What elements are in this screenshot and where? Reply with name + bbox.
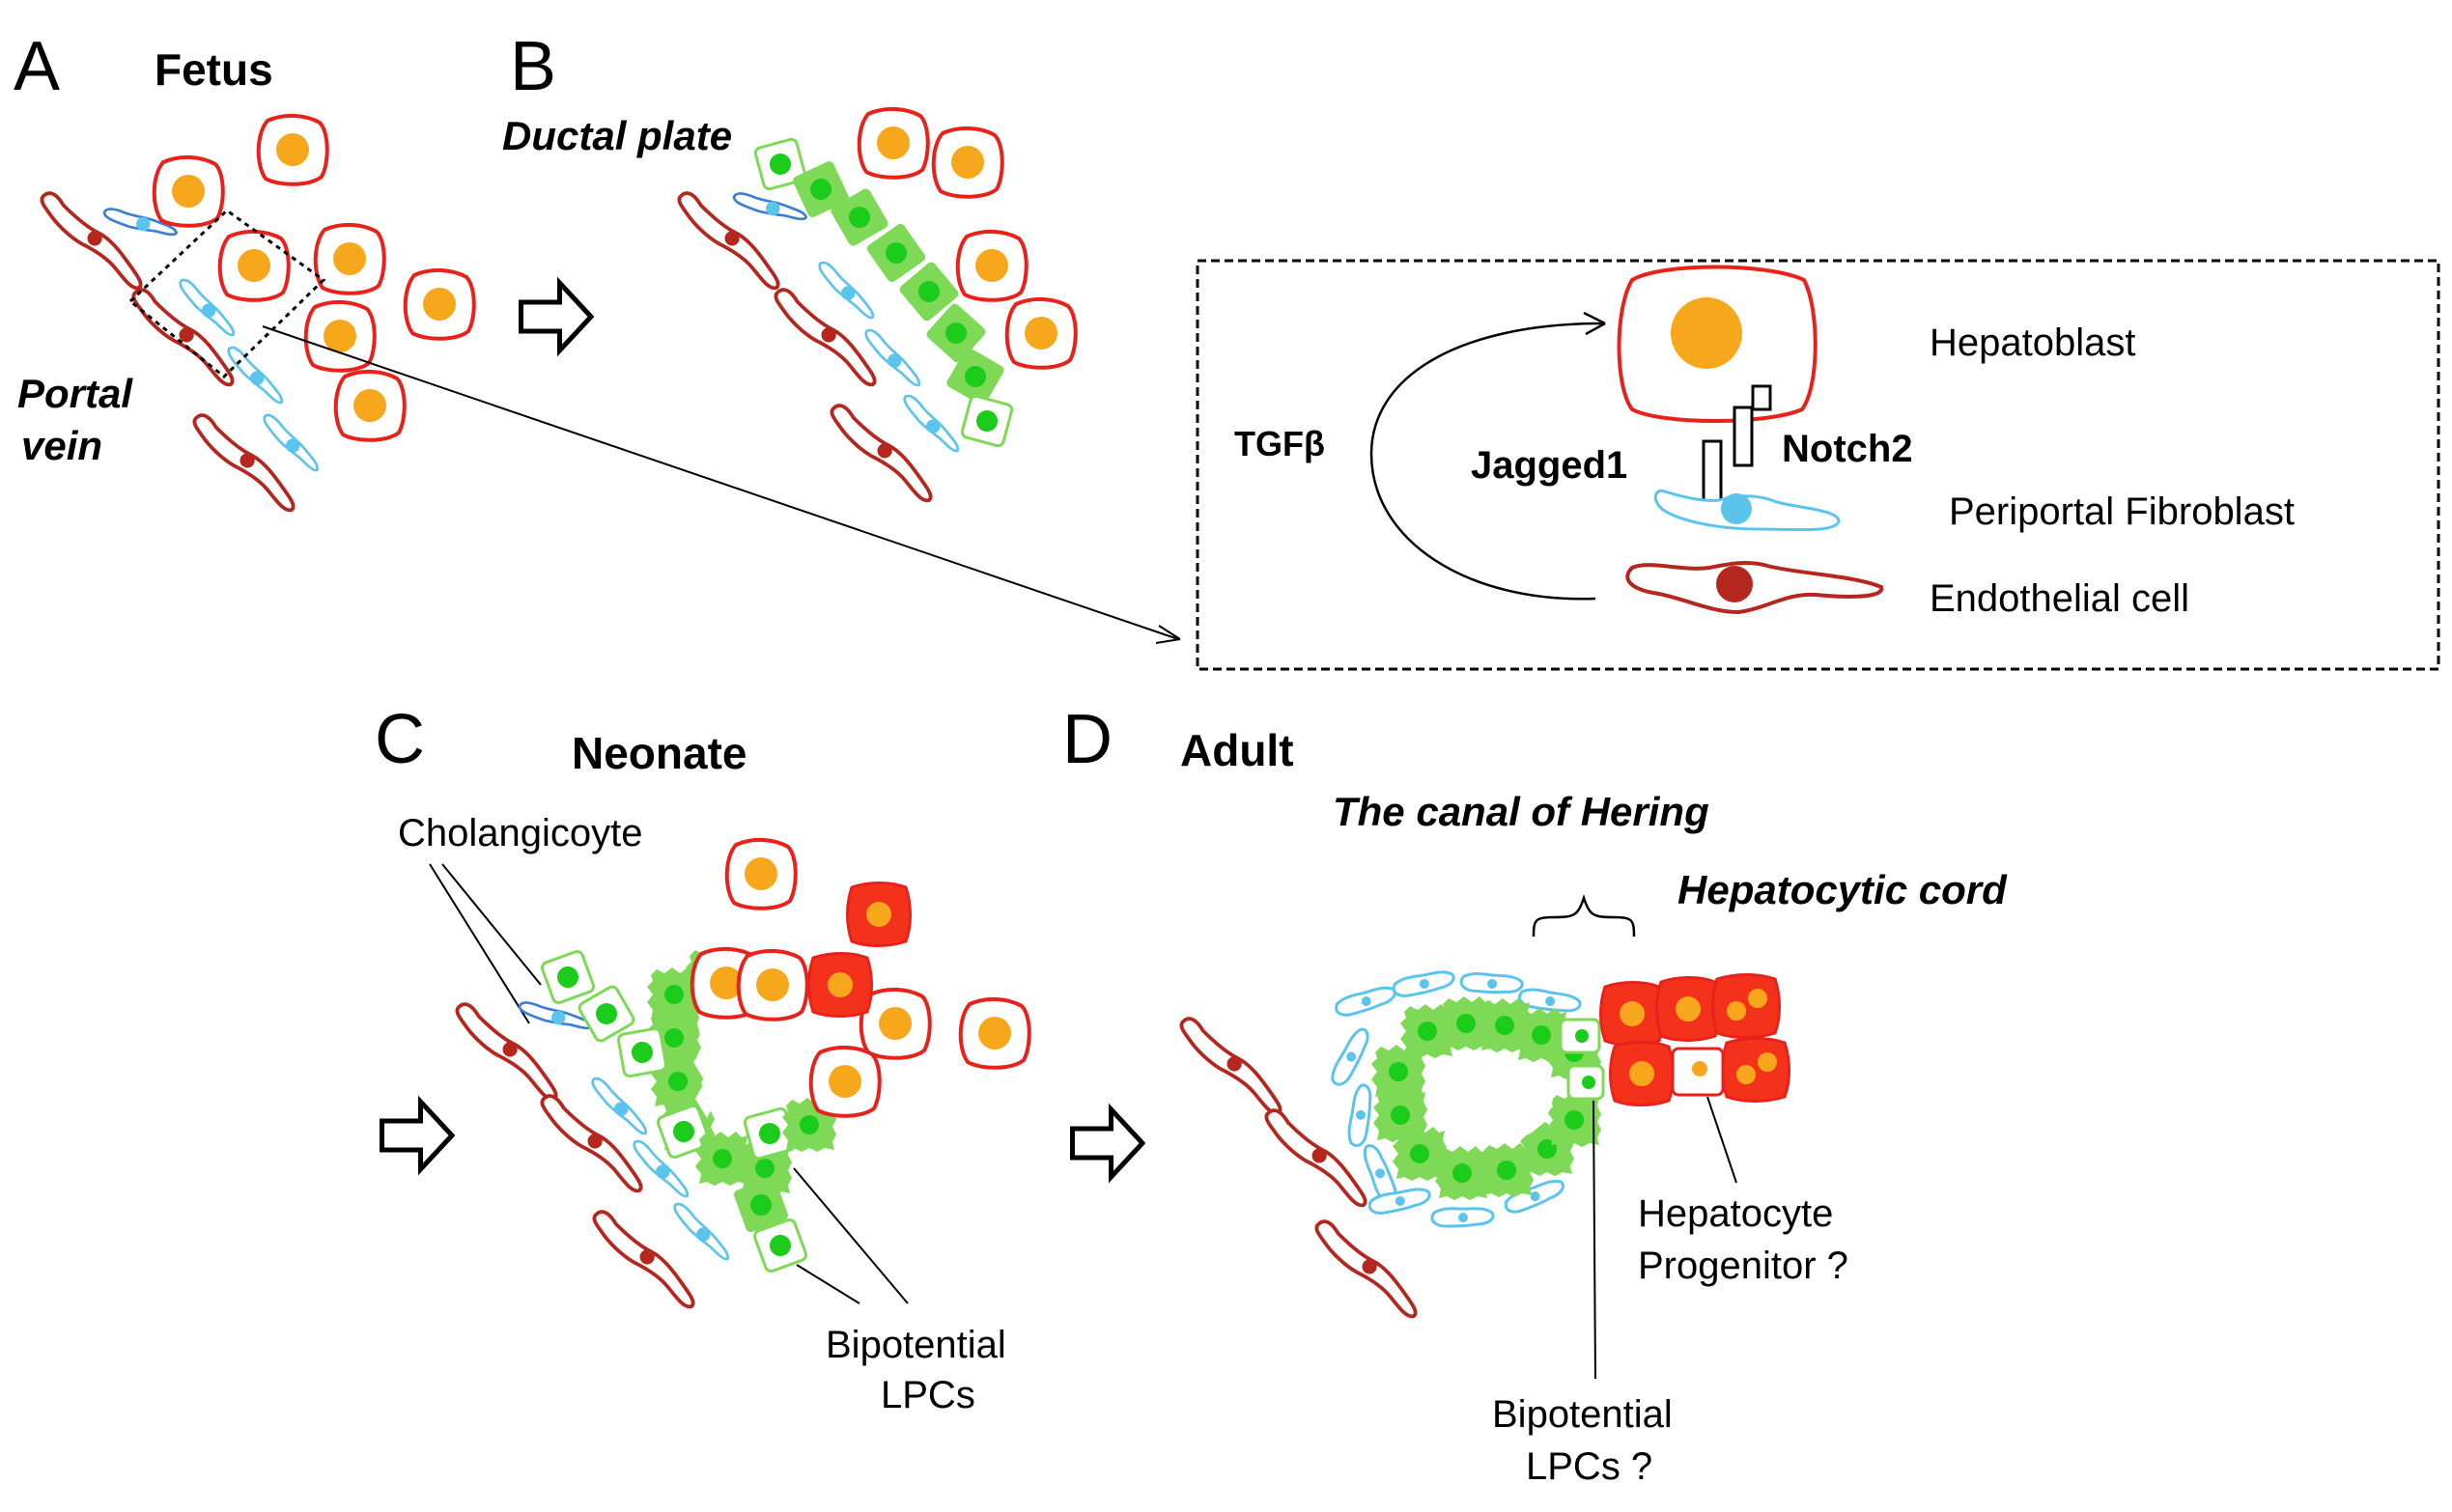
- canal-lpc-cells-d: [1559, 1018, 1605, 1101]
- arrow-to-d: [1073, 1109, 1143, 1177]
- panel-d: D Adult The canal of Hering Hepatocytic …: [1062, 701, 2008, 1488]
- inset-endothelial: [1625, 560, 1884, 615]
- arrow-a-to-b: [521, 283, 592, 350]
- panel-c-lpc-label-2: LPCs: [881, 1374, 975, 1416]
- panel-c: C Neonate Cholangicoyte: [375, 701, 1031, 1416]
- notch2-receptor-top: [1751, 384, 1772, 411]
- hepatoblasts-a: [152, 113, 476, 442]
- panel-d-letter: D: [1062, 701, 1113, 778]
- zoom-arrow: [262, 325, 1179, 640]
- jagged1-label: Jagged1: [1471, 444, 1627, 487]
- portal-vein-label-2: vein: [21, 423, 102, 468]
- endothelial-label: Endothelial cell: [1930, 577, 2189, 620]
- notch2-label: Notch2: [1782, 428, 1913, 470]
- notch2-receptor: [1733, 406, 1754, 467]
- cholangiocyte-label: Cholangicoyte: [398, 812, 643, 854]
- portal-vein-label-1: Portal: [17, 371, 133, 416]
- selection-box: [127, 209, 326, 378]
- inset-fibroblast-nucleus: [1721, 493, 1752, 524]
- signaling-inset: TGFβ Jagged1 Notch2 Hepatoblast Periport…: [1196, 259, 2440, 671]
- jagged1-ligand: [1702, 439, 1723, 503]
- panel-c-lpc-label-1: Bipotential: [826, 1324, 1006, 1366]
- panel-d-title: Adult: [1180, 725, 1294, 775]
- panel-c-letter: C: [375, 701, 425, 778]
- panel-d-lpc-label-2: LPCs ?: [1526, 1445, 1652, 1488]
- panel-b-title: Ductal plate: [502, 113, 732, 158]
- fibroblast-label: Periportal Fibroblast: [1949, 490, 2295, 533]
- canal-bracket: [1532, 894, 1636, 938]
- progenitor-label-2: Progenitor ?: [1638, 1245, 1848, 1287]
- panel-c-title: Neonate: [572, 728, 747, 778]
- inset-hepatoblast-nucleus: [1671, 297, 1742, 369]
- inset-endothelial-nucleus: [1716, 566, 1753, 602]
- panel-a: A Fetus Portal vein: [14, 28, 1181, 644]
- panel-d-lpc-label-1: Bipotential: [1492, 1393, 1673, 1436]
- panel-a-title: Fetus: [155, 44, 273, 95]
- hepatocytic-cord-label: Hepatocytic cord: [1677, 867, 2008, 912]
- tgfb-arc: [1369, 322, 1604, 601]
- arrow-to-c: [382, 1102, 453, 1169]
- panel-a-letter: A: [14, 28, 60, 105]
- tgfb-label: TGFβ: [1234, 424, 1325, 463]
- panel-b-letter: B: [510, 28, 556, 105]
- progenitor-label-1: Hepatocyte: [1638, 1192, 1833, 1235]
- panel-b: B Ductal plate: [502, 28, 1078, 503]
- hepatocyte-progenitor-cell: [1671, 1047, 1725, 1097]
- canal-of-hering-label: The canal of Hering: [1333, 789, 1709, 834]
- hepatoblast-label: Hepatoblast: [1930, 322, 2135, 364]
